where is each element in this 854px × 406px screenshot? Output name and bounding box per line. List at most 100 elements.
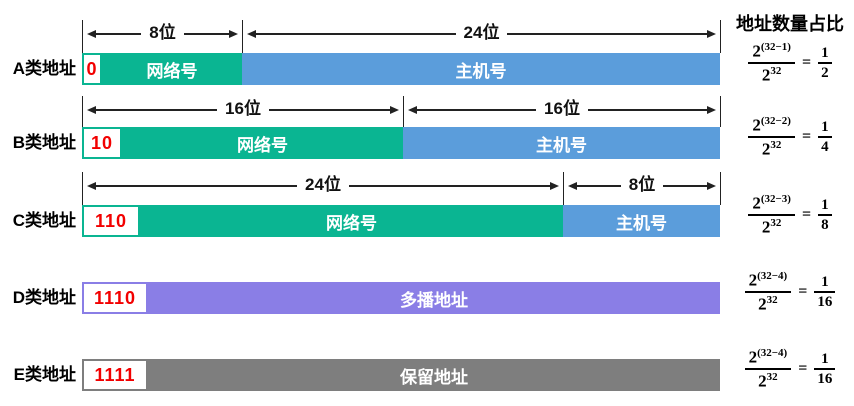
dim-rule bbox=[348, 185, 552, 187]
formula-class-c: 2(32−3) 232 = 1 8 bbox=[726, 192, 854, 238]
result-fraction: 1 8 bbox=[818, 197, 832, 234]
dim-rule bbox=[268, 109, 392, 111]
dim-rule bbox=[587, 109, 709, 111]
big-fraction: 2(32−2) 232 bbox=[748, 115, 795, 160]
segment-label: 网络号 bbox=[237, 135, 288, 155]
dim-rule bbox=[95, 109, 218, 111]
fraction-denominator: 16 bbox=[817, 371, 833, 387]
result-fraction: 1 4 bbox=[818, 119, 832, 156]
arrow-left-icon bbox=[564, 182, 577, 190]
dim-span-b-network: 16位 bbox=[82, 96, 404, 127]
fraction-denominator: 2 bbox=[821, 65, 829, 81]
dim-line: 24位 bbox=[243, 24, 720, 42]
fraction-numerator: 1 bbox=[818, 119, 832, 138]
dim-line: 8位 bbox=[564, 176, 720, 194]
prefix-box-class-a: 0 bbox=[82, 53, 102, 85]
dim-rule bbox=[95, 185, 298, 187]
dim-rule bbox=[183, 33, 230, 35]
fraction-numerator: 2(32−3) bbox=[748, 193, 795, 216]
prefix-bits: 0 bbox=[84, 55, 100, 83]
prefix-box-class-b: 10 bbox=[82, 127, 122, 159]
dim-line: 8位 bbox=[83, 24, 242, 42]
arrow-right-icon bbox=[707, 106, 720, 114]
dim-span-a-network: 8位 bbox=[82, 20, 243, 53]
fraction-denominator: 232 bbox=[761, 65, 782, 85]
segment-network: 网络号 bbox=[122, 127, 403, 159]
row-label-class-e: E类地址 bbox=[13, 365, 76, 384]
segment-label: 主机号 bbox=[616, 213, 667, 233]
dim-span-b-host: 16位 bbox=[403, 96, 721, 127]
dim-span-a-host: 24位 bbox=[242, 20, 721, 53]
prefix-box-class-c: 110 bbox=[82, 205, 140, 237]
dim-rule bbox=[663, 185, 708, 187]
prefix-bits: 1110 bbox=[84, 284, 146, 312]
fraction-denominator: 232 bbox=[761, 217, 782, 237]
arrow-right-icon bbox=[707, 30, 720, 38]
bar-class-b: 10 网络号 主机号 bbox=[82, 127, 720, 159]
segment-host: 主机号 bbox=[563, 205, 720, 237]
dim-span-c-host: 8位 bbox=[563, 172, 721, 205]
segment-label: 网络号 bbox=[146, 61, 198, 81]
row-label-class-c: C类地址 bbox=[12, 211, 76, 230]
dim-line: 16位 bbox=[83, 100, 403, 118]
arrow-left-icon bbox=[243, 30, 256, 38]
dim-rule bbox=[95, 33, 142, 35]
segment-label: 网络号 bbox=[326, 213, 377, 233]
dim-label: 16位 bbox=[536, 100, 588, 118]
equals-sign: = bbox=[801, 54, 812, 71]
fraction-denominator: 232 bbox=[758, 371, 778, 391]
formula-class-b: 2(32−2) 232 = 1 4 bbox=[726, 114, 854, 160]
result-fraction: 1 16 bbox=[814, 351, 836, 388]
dim-rule bbox=[576, 185, 621, 187]
fraction-numerator: 2(32−2) bbox=[748, 115, 795, 138]
arrow-left-icon bbox=[404, 106, 417, 114]
equals-sign: = bbox=[798, 360, 808, 377]
fraction-denominator: 8 bbox=[821, 217, 829, 233]
row-label-class-a: A类地址 bbox=[12, 59, 76, 78]
bar-class-c: 110 网络号 主机号 bbox=[82, 205, 720, 237]
prefix-bits: 10 bbox=[84, 129, 120, 157]
bar-class-e: 1111 保留地址 bbox=[82, 359, 720, 391]
bar-class-a: 0 网络号 主机号 bbox=[82, 53, 720, 85]
dim-span-c-network: 24位 bbox=[82, 172, 564, 205]
arrow-right-icon bbox=[550, 182, 563, 190]
arrow-right-icon bbox=[707, 182, 720, 190]
big-fraction: 2(32−4) 232 bbox=[744, 347, 792, 392]
prefix-bits: 1111 bbox=[84, 361, 146, 389]
row-label-class-b: B类地址 bbox=[12, 133, 76, 152]
dim-line: 24位 bbox=[83, 176, 563, 194]
result-fraction: 1 16 bbox=[814, 274, 836, 311]
dim-rule bbox=[507, 33, 709, 35]
fraction-denominator: 4 bbox=[821, 139, 829, 155]
prefix-box-class-d: 1110 bbox=[82, 282, 148, 314]
prefix-bits: 110 bbox=[84, 207, 138, 235]
row-label-class-d: D类地址 bbox=[12, 288, 76, 307]
big-fraction: 2(32−3) 232 bbox=[748, 193, 795, 238]
dim-label: 16位 bbox=[217, 100, 269, 118]
segment-label: 主机号 bbox=[455, 61, 507, 81]
fraction-numerator: 2(32−4) bbox=[744, 347, 792, 370]
dim-rule bbox=[255, 33, 456, 35]
fraction-numerator: 2(32−1) bbox=[748, 41, 795, 64]
dim-rule bbox=[416, 109, 537, 111]
segment-multicast: 多播地址 bbox=[148, 282, 720, 314]
arrow-left-icon bbox=[83, 106, 96, 114]
arrow-right-icon bbox=[390, 106, 403, 114]
segment-label: 主机号 bbox=[536, 135, 587, 155]
segment-host: 主机号 bbox=[403, 127, 720, 159]
fraction-numerator: 1 bbox=[818, 197, 832, 216]
equals-sign: = bbox=[798, 283, 808, 300]
arrow-left-icon bbox=[83, 182, 96, 190]
prefix-box-class-e: 1111 bbox=[82, 359, 148, 391]
fraction-numerator: 1 bbox=[818, 45, 832, 64]
fraction-denominator: 232 bbox=[758, 294, 778, 314]
bar-class-d: 1110 多播地址 bbox=[82, 282, 720, 314]
fraction-denominator: 16 bbox=[817, 294, 833, 310]
arrow-right-icon bbox=[229, 30, 242, 38]
fraction-denominator: 232 bbox=[761, 139, 782, 159]
formula-class-e: 2(32−4) 232 = 1 16 bbox=[726, 346, 854, 392]
ratio-column-title: 地址数量占比 bbox=[736, 14, 844, 34]
segment-host: 主机号 bbox=[242, 53, 720, 85]
fraction-numerator: 1 bbox=[814, 274, 836, 293]
